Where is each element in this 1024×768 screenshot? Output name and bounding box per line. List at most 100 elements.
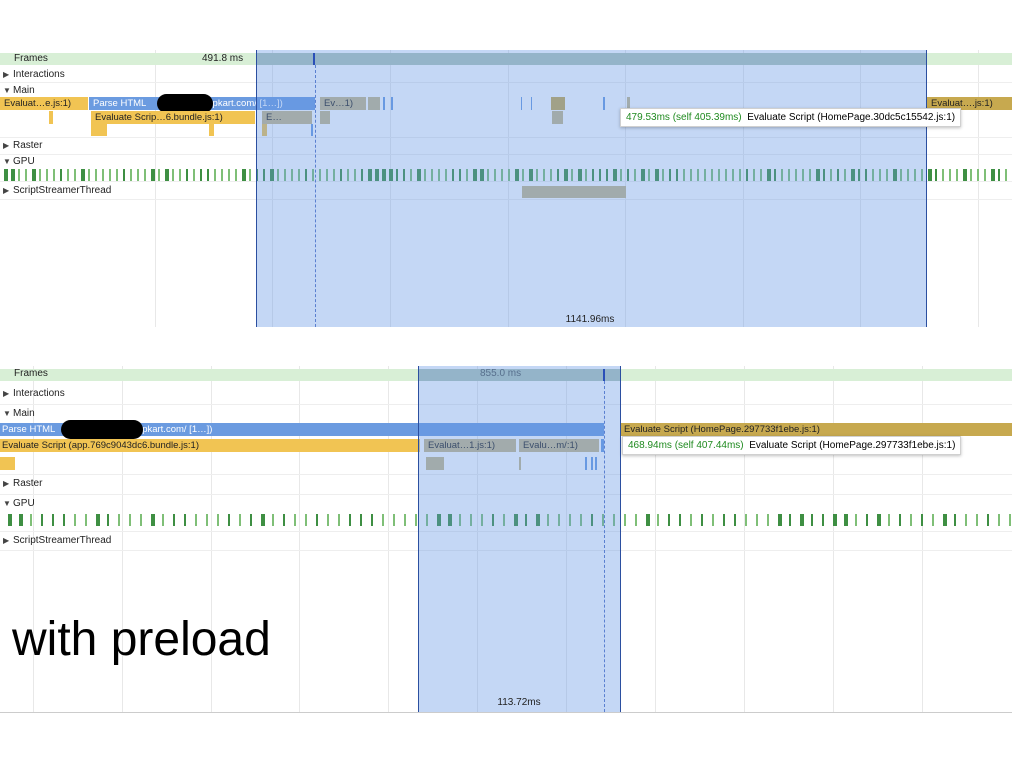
collapse-arrow-icon[interactable]: ▼ — [3, 86, 11, 95]
expand-arrow-icon[interactable]: ▶ — [3, 70, 10, 79]
gpu-bar — [52, 514, 54, 526]
cursor-marker — [603, 369, 605, 381]
gpu-bar — [207, 169, 209, 181]
frames-track[interactable] — [0, 369, 1012, 381]
track-divider — [0, 137, 1012, 138]
event-block[interactable] — [262, 124, 267, 136]
gpu-bar — [18, 169, 20, 181]
frames-duration: 491.8 ms — [202, 53, 244, 64]
gpu-bar — [249, 169, 251, 181]
expand-arrow-icon[interactable]: ▶ — [3, 186, 10, 195]
gpu-bar — [333, 169, 335, 181]
gpu-bar — [767, 169, 771, 181]
gpu-bar — [844, 169, 846, 181]
grid-line — [566, 366, 567, 712]
expand-arrow-icon[interactable]: ▶ — [3, 389, 10, 398]
track-script-streamer[interactable]: ▶ScriptStreamerThread — [3, 535, 112, 546]
event-block[interactable] — [519, 457, 521, 470]
frames-track[interactable] — [0, 53, 1012, 65]
event-block[interactable] — [0, 457, 15, 470]
event-block[interactable] — [595, 457, 597, 470]
gpu-bar — [431, 169, 433, 181]
event-block[interactable] — [627, 97, 630, 110]
event-evaluate-app-bundle[interactable]: Evaluate Script (app.769c9043dc6.bundle.… — [0, 439, 420, 452]
event-evaluate-script[interactable]: Evaluat…1.js:1) — [424, 439, 516, 452]
track-main[interactable]: ▼Main — [3, 408, 35, 419]
event-block[interactable] — [383, 97, 385, 110]
event-block[interactable] — [551, 97, 565, 110]
gpu-bar — [404, 514, 406, 526]
gpu-bar — [1009, 514, 1011, 526]
event-block[interactable] — [585, 457, 587, 470]
gpu-bar — [8, 514, 12, 526]
grid-line — [388, 366, 389, 712]
gpu-bar — [641, 169, 645, 181]
gpu-bar — [417, 169, 421, 181]
expand-arrow-icon[interactable]: ▶ — [3, 479, 10, 488]
event-block[interactable] — [603, 97, 605, 110]
track-raster[interactable]: ▶Raster — [3, 478, 43, 489]
event-block[interactable] — [552, 111, 563, 124]
gpu-bar — [711, 169, 713, 181]
gpu-bar — [283, 514, 285, 526]
gpu-bar — [452, 169, 454, 181]
track-raster[interactable]: ▶Raster — [3, 140, 43, 151]
track-main[interactable]: ▼Main — [3, 85, 35, 96]
track-divider — [0, 494, 1012, 495]
gpu-bar — [564, 169, 568, 181]
event-block[interactable] — [591, 457, 593, 470]
gpu-bar — [679, 514, 681, 526]
track-gpu[interactable]: ▼GPU — [3, 498, 35, 509]
event-block[interactable] — [311, 124, 313, 136]
gpu-bar — [781, 169, 783, 181]
selection-range[interactable] — [418, 366, 621, 712]
expand-arrow-icon[interactable]: ▶ — [3, 141, 10, 150]
gpu-bar — [578, 169, 582, 181]
event-block[interactable] — [368, 97, 380, 110]
gpu-bar — [11, 169, 15, 181]
event-tooltip: 468.94ms (self 407.44ms) Evaluate Script… — [622, 436, 962, 455]
track-interactions[interactable]: ▶Interactions — [3, 388, 65, 399]
track-gpu[interactable]: ▼GPU — [3, 156, 35, 167]
event-block[interactable] — [521, 97, 522, 110]
event-evaluate-script-bundle[interactable]: Evaluate Scrip…6.bundle.js:1) — [91, 111, 255, 124]
event-evaluate-homepage[interactable]: Evaluate Script (HomePage.297733f1ebe.js… — [620, 423, 1012, 436]
gpu-bar — [701, 514, 703, 526]
gpu-bar — [580, 514, 582, 526]
event-evaluate-script[interactable]: Ev…1) — [320, 97, 366, 110]
gpu-bar — [186, 169, 188, 181]
script-streamer-event[interactable] — [522, 186, 626, 198]
event-block[interactable] — [601, 439, 604, 452]
event-block[interactable] — [209, 124, 214, 136]
selection-range[interactable] — [256, 50, 927, 327]
grid-line — [33, 366, 34, 712]
event-block[interactable] — [426, 457, 444, 470]
gpu-bar — [635, 514, 637, 526]
event-evaluate-script[interactable]: Evalu…m/:1) — [519, 439, 599, 452]
gpu-bar — [646, 514, 650, 526]
gpu-bar — [492, 514, 494, 526]
track-script-streamer[interactable]: ▶ScriptStreamerThread — [3, 185, 112, 196]
collapse-arrow-icon[interactable]: ▼ — [3, 499, 11, 508]
track-interactions[interactable]: ▶Interactions — [3, 69, 65, 80]
event-block[interactable] — [531, 97, 532, 110]
event-evaluate-script[interactable]: E… — [262, 111, 312, 124]
event-evaluate-script[interactable]: Evaluat…e.js:1) — [0, 97, 88, 110]
gpu-bar — [162, 514, 164, 526]
event-block[interactable] — [320, 111, 330, 124]
collapse-arrow-icon[interactable]: ▼ — [3, 409, 11, 418]
gpu-bar — [172, 169, 174, 181]
gpu-bar — [508, 169, 510, 181]
gpu-bar — [800, 514, 804, 526]
event-evaluate-script[interactable]: Evaluat….js:1) — [927, 97, 1012, 110]
collapse-arrow-icon[interactable]: ▼ — [3, 157, 11, 166]
gpu-bar — [753, 169, 755, 181]
event-block[interactable] — [391, 97, 393, 110]
event-block[interactable] — [49, 111, 53, 124]
gpu-bar — [683, 169, 685, 181]
gpu-bar — [30, 514, 32, 526]
event-block[interactable] — [91, 124, 107, 136]
gpu-bar — [277, 169, 279, 181]
expand-arrow-icon[interactable]: ▶ — [3, 536, 10, 545]
